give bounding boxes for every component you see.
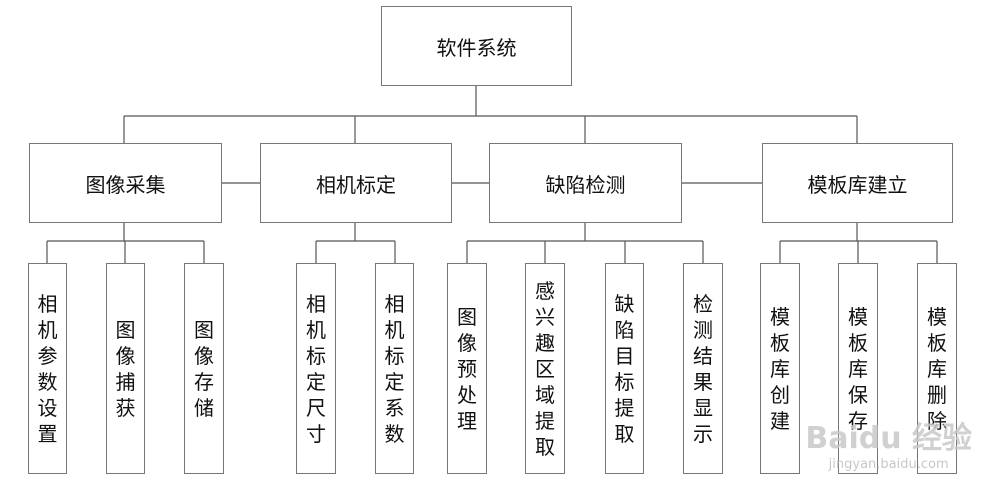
watermark-brand: Baidu 经验 xyxy=(805,421,972,456)
leaf-node: 缺陷目标提取 xyxy=(605,263,644,474)
leaf-node: 相机标定尺寸 xyxy=(296,263,336,474)
node-template-library: 模板库建立 xyxy=(762,143,953,223)
leaf-node: 相机标定系数 xyxy=(375,263,414,474)
baidu-watermark: Baidu 经验 jingyan.baidu.com xyxy=(805,413,972,472)
leaf-node: 模板库保存 xyxy=(838,263,878,474)
node-camera-calibration: 相机标定 xyxy=(260,143,452,223)
leaf-node: 图像捕获 xyxy=(106,263,145,474)
node-defect-detection: 缺陷检测 xyxy=(489,143,682,223)
leaf-node: 图像预处理 xyxy=(447,263,487,474)
watermark-url: jingyan.baidu.com xyxy=(828,457,949,472)
leaf-node: 感兴趣区域提取 xyxy=(525,263,565,474)
node-image-capture: 图像采集 xyxy=(29,143,222,223)
leaf-node: 检测结果显示 xyxy=(683,263,723,474)
leaf-node: 模板库创建 xyxy=(760,263,800,474)
root-node: 软件系统 xyxy=(381,6,572,86)
leaf-node: 模板库删除 xyxy=(917,263,957,474)
leaf-node: 图像存储 xyxy=(184,263,224,474)
leaf-node: 相机参数设置 xyxy=(28,263,67,474)
